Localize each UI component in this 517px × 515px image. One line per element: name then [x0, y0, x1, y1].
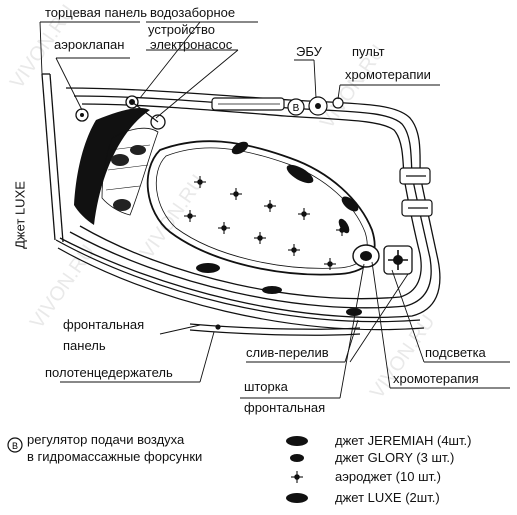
luxe-symbol — [286, 493, 308, 503]
towel-holder — [189, 323, 361, 336]
label-air-valve: аэроклапан — [54, 37, 125, 52]
aerojets — [184, 176, 348, 270]
label-front-panel-line2: панель — [63, 338, 106, 353]
ebu-panel: B — [211, 96, 344, 116]
label-chromotherapy: хромотерапия — [393, 371, 479, 386]
label-water-intake: водозаборное — [150, 5, 236, 20]
label-towel-holder: полотенцедержатель — [45, 365, 173, 380]
label-jet-luxe-side: Джет LUXE — [12, 181, 28, 249]
label-remote-line2: хромотерапии — [345, 67, 431, 82]
drain-cluster — [352, 244, 413, 275]
label-device-line1: устройство — [148, 22, 215, 37]
jeremiah-symbol — [286, 436, 308, 446]
regulator-symbol: B — [7, 437, 23, 453]
legend-luxe: джет LUXE (2шт.) — [335, 490, 440, 505]
label-remote-line1: пульт — [352, 44, 385, 59]
air-valve — [75, 108, 89, 122]
legend-regulator-line2: в гидромассажные форсунки — [27, 449, 203, 464]
glory-symbol — [290, 454, 304, 462]
legend-glory: джет GLORY (3 шт.) — [335, 450, 455, 465]
water-intake — [125, 95, 166, 130]
legend-regulator-line1: регулятор подачи воздуха — [27, 432, 185, 447]
legend-symbols: B — [7, 436, 308, 503]
label-device-line2: электронасос — [150, 37, 233, 52]
svg-text:B: B — [293, 103, 300, 114]
label-curtain-line2: фронтальная — [244, 400, 326, 415]
label-front-panel-line1: фронтальная — [63, 317, 145, 332]
leader-lines — [39, 21, 510, 399]
front-panel-curve — [55, 239, 425, 331]
label-ebu: ЭБУ — [296, 44, 322, 59]
label-drain-overflow: слив-перелив — [246, 345, 329, 360]
right-fixtures — [399, 167, 433, 217]
jets-jeremiah — [196, 164, 359, 294]
label-end-panel: торцевая панель — [45, 5, 148, 20]
label-curtain-line1: шторка — [244, 379, 288, 394]
legend-aerojet: аэроджет (10 шт.) — [335, 469, 441, 484]
label-lighting: подсветка — [425, 345, 486, 360]
aerojet-symbol — [291, 471, 303, 483]
svg-text:B: B — [12, 441, 18, 451]
headrest — [74, 108, 159, 225]
legend-jeremiah: джет JEREMIAH (4шт.) — [335, 433, 472, 448]
end-panel — [41, 73, 64, 243]
